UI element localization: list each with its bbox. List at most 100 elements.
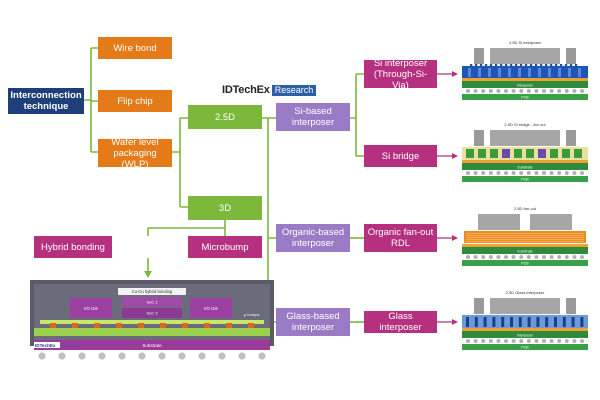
- bump: [72, 323, 78, 329]
- bump: [50, 323, 56, 329]
- figure-title: 2.5D Glass interposer: [506, 290, 545, 295]
- bump: [138, 323, 144, 329]
- rdl-lines: [466, 233, 584, 242]
- solder-ball: [504, 339, 508, 343]
- solder-ball: [511, 89, 516, 93]
- layer-label: PCB: [521, 178, 529, 182]
- figure-organic-fan-out: 2.5D fan-out Substrate PCB: [462, 206, 588, 266]
- solder-ball: [564, 89, 569, 93]
- solder-ball: [526, 89, 531, 93]
- tsv: [478, 68, 481, 77]
- solder-ball: [580, 339, 584, 343]
- solder-ball: [519, 171, 524, 175]
- solder-ball: [504, 89, 508, 93]
- solder-balls: [38, 352, 266, 360]
- idtechex-logo: IDTechEx Research: [222, 84, 317, 96]
- bump: [182, 323, 188, 329]
- connector-25d: [262, 117, 276, 323]
- solder-ball: [542, 89, 546, 93]
- solder-ball: [557, 89, 562, 93]
- node-si-bridge: Si bridge: [364, 145, 437, 167]
- solder-ball: [466, 339, 470, 343]
- solder-ball: [481, 171, 486, 175]
- figure-brand-tag: Research: [61, 343, 78, 348]
- microbump: [500, 64, 503, 66]
- solder-ball: [198, 352, 206, 360]
- solder-ball: [580, 89, 584, 93]
- figure-title: 2.5D fan-out: [514, 206, 537, 211]
- rdl-line: [466, 241, 584, 242]
- microbump: [485, 64, 488, 66]
- bump: [116, 323, 122, 329]
- node-glass-interposer: Glass interposer: [364, 311, 437, 333]
- tgv: [518, 317, 522, 327]
- solder-ball: [572, 171, 577, 175]
- tgv: [527, 317, 531, 327]
- microbump: [560, 64, 563, 66]
- solder-ball: [557, 171, 562, 175]
- brand-name: IDTechEx: [222, 84, 270, 96]
- solder-ball: [526, 171, 531, 175]
- microbump: [570, 64, 573, 66]
- node-2-5d: 2.5D: [188, 105, 262, 129]
- solder-ball: [158, 352, 166, 360]
- substrate-label: Substrate: [142, 343, 162, 348]
- node-wire-bond: Wire bond: [98, 37, 172, 59]
- node-microbump: Microbump: [188, 236, 262, 258]
- node-organic-based-interposer: Organic-based interposer: [276, 224, 350, 252]
- connector-si-based: [350, 73, 364, 157]
- solder-ball: [549, 171, 554, 175]
- bridge-block: [466, 149, 474, 158]
- tsv: [548, 68, 551, 77]
- chip-label: I/O Die: [84, 306, 99, 311]
- figure-glass-interposer: 2.5D Glass interposer Interposer PCB: [462, 290, 588, 350]
- solder-balls: [466, 255, 584, 259]
- figure-si-bridge: 2.5D Si bridge - fan out Substrate PCB: [462, 122, 588, 182]
- solder-ball: [542, 255, 546, 259]
- solder-ball: [557, 255, 562, 259]
- solder-ball: [481, 255, 486, 259]
- microbump: [575, 64, 578, 66]
- tgv: [466, 317, 469, 327]
- solder-ball: [542, 339, 546, 343]
- chip-label: I/O Die: [204, 306, 219, 311]
- solder-ball: [473, 255, 478, 259]
- layer-label: PCB: [521, 346, 529, 350]
- layer-label: Substrate: [517, 166, 532, 170]
- microbump: [490, 64, 493, 66]
- solder-ball: [466, 171, 470, 175]
- solder-ball: [564, 171, 569, 175]
- microbump: [525, 64, 528, 66]
- rdl-line: [466, 239, 584, 240]
- tsv: [488, 68, 491, 77]
- node-organic-fan-out-rdl: Organic fan-out RDL: [364, 224, 437, 252]
- tsv: [578, 68, 581, 77]
- microbump: [480, 64, 483, 66]
- bridge-block: [478, 149, 486, 158]
- bridge-block: [562, 149, 570, 158]
- bridge-block: [574, 149, 582, 158]
- bump: [226, 323, 232, 329]
- solder-ball: [488, 89, 493, 93]
- connector-3d: [147, 220, 226, 236]
- microbump: [540, 64, 543, 66]
- tgv: [474, 317, 478, 327]
- solder-ball: [473, 339, 478, 343]
- microbump: [550, 64, 553, 66]
- solder-ball: [488, 255, 493, 259]
- solder-ball: [572, 255, 577, 259]
- tsv: [518, 68, 521, 77]
- bridge-block: [538, 149, 546, 158]
- solder-ball: [580, 171, 584, 175]
- solder-ball: [534, 89, 539, 93]
- figure-hybrid-bonding: Cu-Cu hybrid bonding I/O Die SoC 1 SoC 2…: [30, 280, 274, 360]
- solder-ball: [496, 89, 501, 93]
- node-glass-based-interposer: Glass-based interposer: [276, 308, 350, 336]
- bridge-block: [514, 149, 522, 158]
- solder-ball: [534, 339, 539, 343]
- tgv: [562, 317, 566, 327]
- solder-ball: [564, 255, 569, 259]
- bump: [204, 323, 210, 329]
